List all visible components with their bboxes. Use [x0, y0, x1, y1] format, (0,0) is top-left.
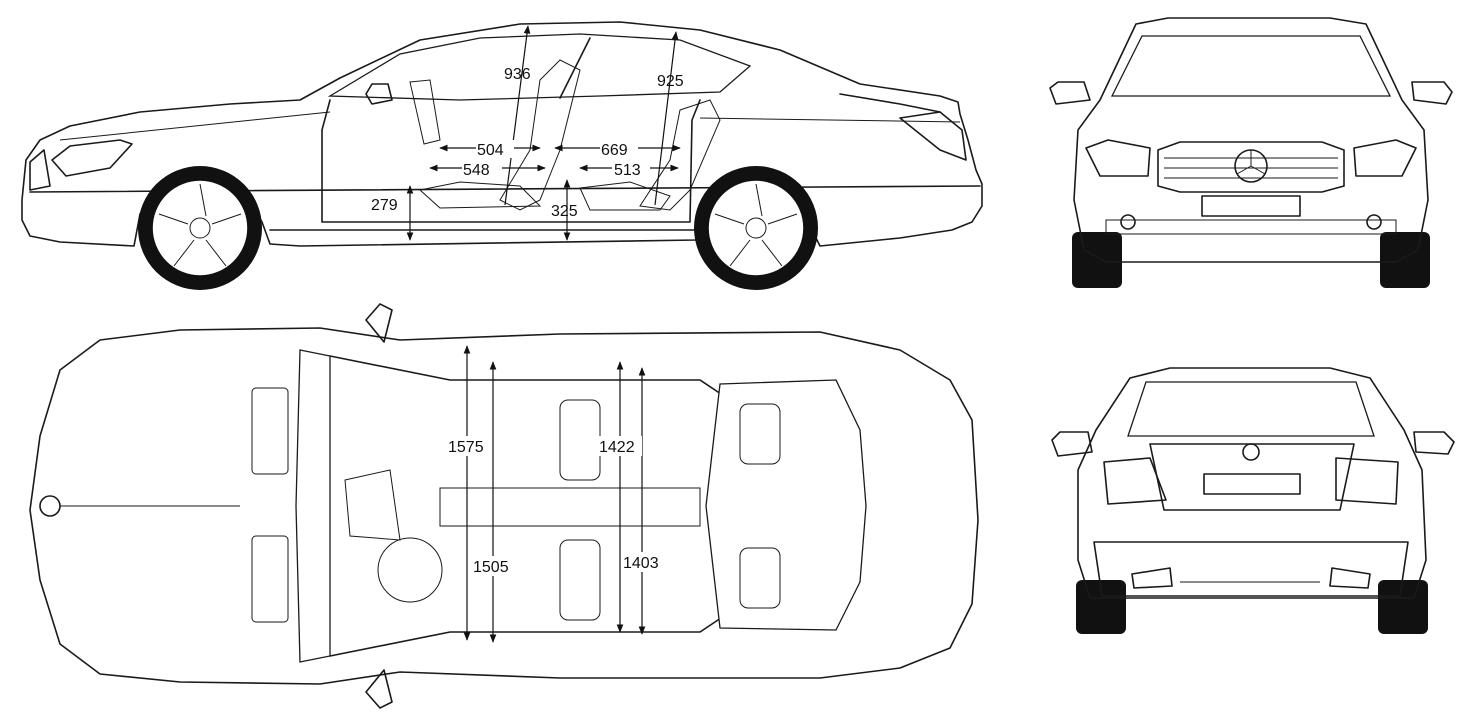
front-wheel [138, 166, 262, 290]
top-cabin [329, 355, 731, 657]
side-character-line [59, 111, 331, 141]
dim-line-925 [654, 31, 679, 206]
rear-body [1077, 367, 1427, 599]
dim-1403: 1403 [623, 555, 659, 572]
top-windshield [295, 349, 331, 663]
steering-column [409, 79, 441, 145]
taillight [899, 111, 967, 161]
rear-glass-top [705, 379, 867, 631]
hood-vent-upper [251, 387, 289, 475]
star-emblem-rear [1242, 443, 1260, 461]
dim-513: 513 [614, 162, 641, 179]
seat-rear-right [739, 547, 781, 609]
front-seat-cushion [418, 181, 542, 209]
front-mirror-right [1411, 81, 1453, 105]
dim-669: 669 [601, 142, 628, 159]
headlight [51, 139, 133, 177]
rear-seat-cushion [579, 181, 671, 211]
rear-mirror-right [1413, 431, 1455, 455]
label-bg [472, 556, 516, 576]
side-door [321, 99, 701, 223]
dim-1575: 1575 [448, 439, 484, 456]
side-view: 936 925 504 548 669 513 279 325 [21, 21, 983, 290]
exhaust-left [1131, 567, 1173, 589]
top-view: 1575 1422 1505 1403 [29, 303, 979, 709]
dashboard [344, 469, 401, 541]
taillight-left [1103, 457, 1167, 505]
label-bg [622, 552, 666, 572]
front-grille [1157, 141, 1345, 193]
front-view [1049, 17, 1453, 288]
headlight-left [1085, 139, 1151, 177]
dim-line-936 [504, 25, 531, 206]
rear-deck-line [839, 93, 941, 113]
dim-1505: 1505 [473, 559, 509, 576]
front-mirror-left [1049, 81, 1091, 105]
seat-front-left [559, 399, 601, 481]
hood-vent-lower [251, 535, 289, 623]
dim-548: 548 [463, 162, 490, 179]
steering-wheel [377, 537, 443, 603]
seat-rear-left [739, 403, 781, 465]
dim-504: 504 [477, 142, 504, 159]
label-bg [598, 436, 642, 456]
front-plate [1201, 195, 1301, 217]
label-bg [600, 140, 638, 158]
top-mirror-right [365, 669, 393, 709]
label-bg [612, 160, 650, 178]
rear-bumper [1093, 541, 1409, 597]
front-grille-side [29, 149, 51, 191]
rear-view [1051, 367, 1455, 634]
label-bg [446, 436, 490, 456]
label-bg [476, 140, 514, 158]
seat-front-right [559, 539, 601, 621]
rear-plate [1203, 473, 1301, 495]
dim-1422: 1422 [599, 439, 635, 456]
taillight-right [1335, 457, 1399, 505]
rear-mirror-left [1051, 431, 1093, 457]
side-mirror [365, 83, 393, 105]
side-character-line-rear [699, 117, 961, 123]
side-window [327, 33, 752, 101]
dim-325: 325 [551, 203, 578, 220]
foglight-right [1366, 214, 1382, 230]
rear-wheel [694, 166, 818, 290]
top-body-outline [29, 327, 979, 685]
exhaust-right [1329, 567, 1371, 589]
front-lower-intake [1105, 219, 1397, 235]
foglight-left [1120, 214, 1136, 230]
trunk-lid [1149, 443, 1355, 511]
front-body [1073, 17, 1429, 263]
center-console [439, 487, 701, 527]
dim-925: 925 [657, 73, 684, 90]
label-bg [462, 160, 502, 178]
dim-279: 279 [371, 197, 398, 214]
windshield [1110, 35, 1392, 97]
rear-window [1127, 381, 1375, 437]
star-icon [1236, 150, 1266, 175]
headlight-right [1353, 139, 1417, 177]
star-emblem-top [39, 495, 61, 517]
dim-936: 936 [504, 66, 531, 83]
top-mirror-left [365, 303, 393, 343]
